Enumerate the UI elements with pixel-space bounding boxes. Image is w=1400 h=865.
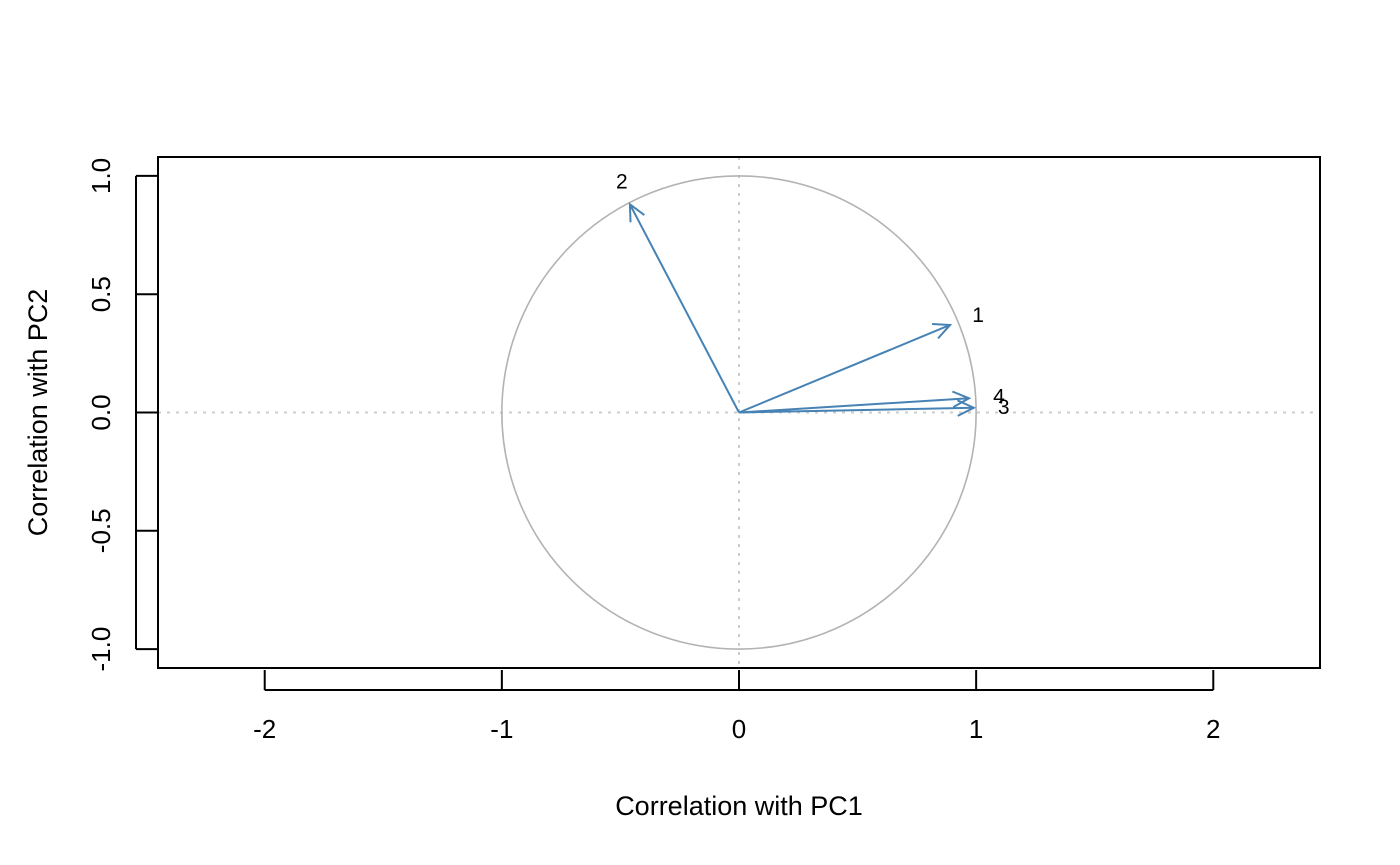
x-tick-label: 1 [969, 714, 983, 744]
y-tick-label: 1.0 [86, 158, 116, 194]
unit-circle [501, 175, 977, 650]
x-axis-title: Correlation with PC1 [615, 791, 863, 821]
arrow-shaft [738, 397, 970, 414]
variable-arrow-3: 3 [738, 396, 1010, 419]
axes-layer: -2 -1 0 1 2 -1.0 -0.5 0.0 0.5 1.0 [86, 156, 1321, 744]
arrow-head [932, 322, 953, 340]
x-tick-label: -1 [490, 714, 513, 744]
y-tick-label: 0.5 [86, 276, 116, 312]
y-tick-label: 0.0 [86, 394, 116, 430]
arrow-head [951, 390, 972, 408]
y-tick-label: -0.5 [86, 508, 116, 553]
x-tick-label: 0 [732, 714, 746, 744]
arrow-label-4: 4 [993, 386, 1005, 409]
arrow-shaft [629, 203, 740, 413]
arrow-label-2: 2 [616, 170, 628, 193]
x-tick-label: 2 [1206, 714, 1220, 744]
arrow-label-3: 3 [998, 396, 1010, 419]
variable-arrow-2: 2 [616, 170, 740, 413]
arrow-shaft [738, 324, 951, 414]
y-axis-title: Correlation with PC2 [23, 289, 53, 537]
arrow-shaft [738, 406, 974, 414]
plot-layer: 1 2 34 [158, 157, 1320, 668]
variable-arrow-1: 1 [738, 304, 984, 414]
arrow-head [628, 202, 645, 223]
plot-frame [157, 156, 1321, 669]
y-tick-label: -1.0 [86, 627, 116, 672]
variable-arrow-4: 4 [738, 386, 1005, 414]
arrow-label-1: 1 [972, 304, 984, 327]
x-tick-label: -2 [253, 714, 276, 744]
